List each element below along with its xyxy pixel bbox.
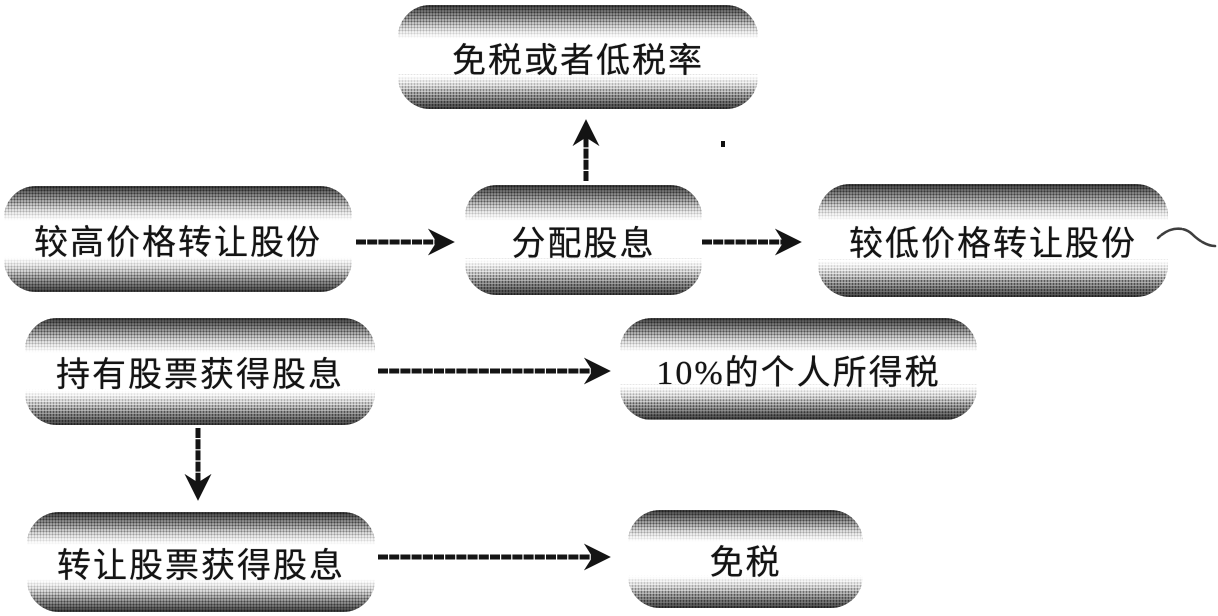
node-label: 免税或者低税率 xyxy=(452,42,704,80)
node-transfer-stock-get-dividends: 转让股票获得股息 xyxy=(27,512,375,612)
node-label: 免税 xyxy=(709,544,782,582)
node-label: 转让股票获得股息 xyxy=(57,547,345,585)
node-label: 持有股票获得股息 xyxy=(56,357,344,394)
node-transfer-shares-high-price: 较高价格转让股份 xyxy=(4,186,352,292)
node-hold-stock-get-dividends: 持有股票获得股息 xyxy=(25,318,375,425)
node-transfer-shares-low-price: 较低价格转让股份 xyxy=(818,184,1168,297)
node-label: 分配股息 xyxy=(511,225,656,263)
scan-speck xyxy=(721,141,725,147)
node-label: 较高价格转让股份 xyxy=(34,224,322,262)
node-tax-free: 免税 xyxy=(628,510,863,608)
node-label: 10%的个人所得税 xyxy=(656,354,941,392)
node-tax-free-or-low-rate: 免税或者低税率 xyxy=(398,5,758,109)
node-label: 较低价格转让股份 xyxy=(849,226,1137,263)
node-ten-percent-income-tax: 10%的个人所得税 xyxy=(620,318,977,420)
node-distribute-dividends: 分配股息 xyxy=(465,185,702,295)
